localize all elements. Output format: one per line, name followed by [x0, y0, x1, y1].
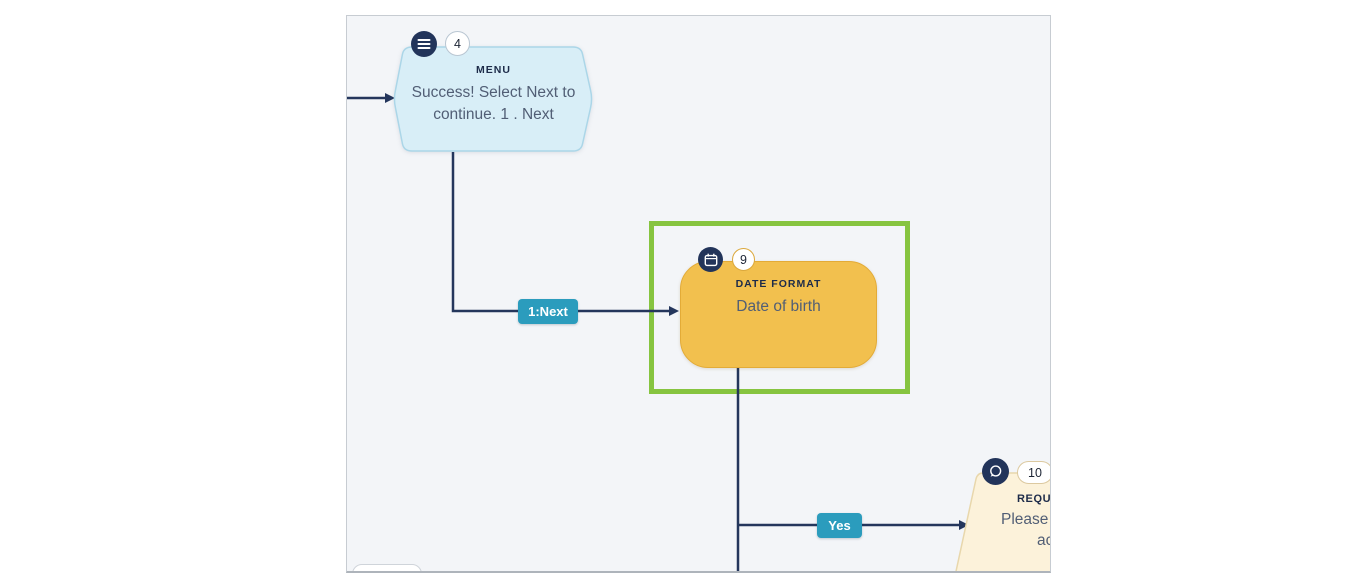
selection-outline — [649, 221, 910, 394]
menu-widget-shape[interactable] — [393, 46, 593, 152]
request-text-line-2: ac — [1037, 532, 1050, 549]
menu-widget[interactable] — [393, 46, 593, 152]
request-type-label: REQU — [1017, 493, 1051, 505]
hamburger-menu-icon — [411, 31, 437, 57]
request-widget[interactable] — [945, 472, 1051, 573]
flow-canvas[interactable]: 4 MENU Success! Select Next to continue.… — [346, 15, 1051, 573]
connector-lines — [347, 93, 969, 571]
calendar-icon — [698, 247, 723, 272]
connector-menu-to-date[interactable] — [451, 152, 679, 316]
connector-into-menu[interactable] — [347, 93, 395, 103]
transition-chip-1-next[interactable]: 1:Next — [518, 299, 578, 324]
menu-widget-badge: 4 — [445, 31, 470, 56]
request-widget-shape[interactable] — [955, 472, 1051, 573]
request-text-line-1: Please — [1001, 511, 1049, 528]
menu-widget-text: Success! Select Next to continue. 1 . Ne… — [399, 82, 588, 126]
date-format-widget-badge: 9 — [732, 248, 755, 271]
chat-bubble-icon — [982, 458, 1009, 485]
transition-chip-yes[interactable]: Yes — [817, 513, 862, 538]
menu-widget-type-label: MENU — [476, 64, 511, 76]
date-format-widget[interactable] — [680, 261, 877, 368]
date-format-type-label: DATE FORMAT — [735, 278, 822, 290]
date-format-text: Date of birth — [736, 298, 821, 315]
menu-text-line-1: Success! Select Next to — [411, 84, 576, 101]
menu-text-line-2: continue. 1 . Next — [433, 106, 554, 123]
canvas-bottom-control[interactable] — [352, 564, 422, 571]
request-widget-badge: 10 — [1017, 461, 1050, 484]
